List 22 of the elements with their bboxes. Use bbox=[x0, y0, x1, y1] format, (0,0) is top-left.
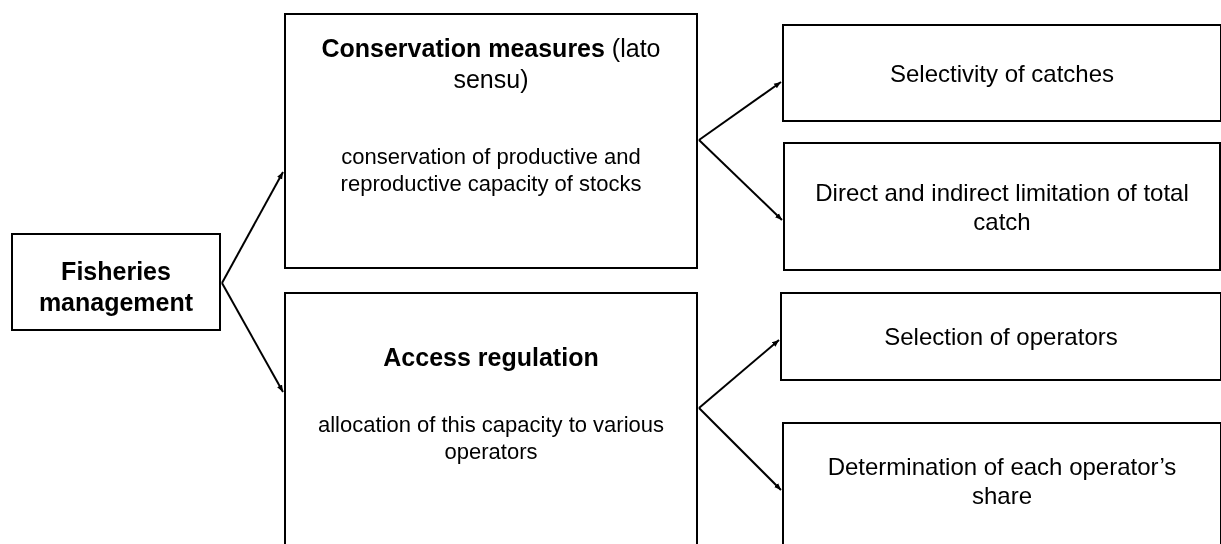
node-label: Determination of each operator’s share bbox=[826, 452, 1178, 510]
description-text: allocation of this capacity to various operators bbox=[316, 411, 666, 465]
process-box bbox=[284, 292, 698, 544]
node-label: Selectivity of catches bbox=[889, 58, 1115, 88]
process-box bbox=[782, 24, 1221, 122]
arrow bbox=[698, 407, 782, 491]
arrow bbox=[221, 171, 284, 284]
process-box bbox=[11, 233, 221, 331]
arrow bbox=[698, 139, 783, 221]
arrow bbox=[698, 81, 782, 141]
process-box bbox=[782, 422, 1221, 544]
arrow bbox=[698, 339, 780, 409]
heading-text: Access regulation bbox=[383, 342, 599, 373]
description-text: conservation of productive and reproductive capacity of stocks bbox=[339, 143, 643, 197]
node-label: Fisheries management bbox=[37, 256, 195, 318]
process-box bbox=[780, 292, 1221, 381]
heading-text: Conservation measures (lato sensu) bbox=[320, 33, 662, 95]
process-box bbox=[284, 13, 698, 269]
process-box bbox=[783, 142, 1221, 271]
node-label: Selection of operators bbox=[884, 322, 1118, 351]
node-label: Direct and indirect limitation of total catch bbox=[814, 177, 1190, 236]
arrow bbox=[221, 282, 284, 393]
